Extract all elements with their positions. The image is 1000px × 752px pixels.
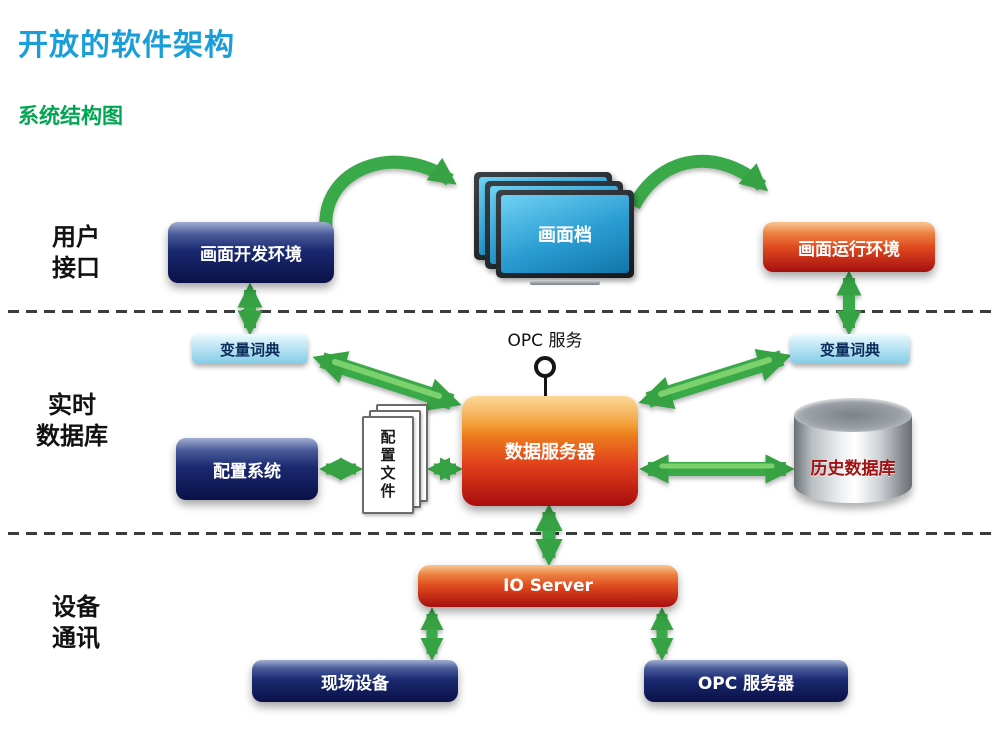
layer-label-realtime-db: 实时 数据库 bbox=[36, 391, 108, 450]
arrow-vardict-dataserver-right-highlight bbox=[658, 357, 772, 397]
node-history-db: 历史数据库 bbox=[794, 398, 912, 516]
node-io-server-label: IO Server bbox=[503, 576, 593, 596]
node-screen-dev-env: 画面开发环境 bbox=[168, 222, 334, 283]
monitor-stand-icon bbox=[530, 280, 600, 285]
node-screen-run-env: 画面运行环境 bbox=[763, 222, 935, 272]
node-config-system: 配置系统 bbox=[176, 438, 318, 500]
node-screen-dev-env-label: 画面开发环境 bbox=[200, 245, 302, 265]
database-cylinder-top bbox=[794, 398, 912, 432]
node-opc-server: OPC 服务器 bbox=[644, 660, 848, 702]
node-var-dict-right: 变量词典 bbox=[790, 334, 910, 364]
opc-service-label: OPC 服务 bbox=[507, 331, 583, 351]
arrow-vardict-dataserver-right bbox=[638, 349, 792, 409]
arrow-vardict-dataserver-left-highlight bbox=[332, 359, 442, 399]
monitor-front-screen: 画面档 bbox=[501, 195, 629, 273]
monitor-front-icon: 画面档 bbox=[496, 190, 634, 278]
node-screen-files-label: 画面档 bbox=[538, 225, 592, 246]
opc-stem-icon bbox=[543, 377, 547, 398]
node-var-dict-right-label: 变量词典 bbox=[819, 340, 880, 359]
page-title: 开放的软件架构 bbox=[18, 28, 235, 63]
node-opc-server-label: OPC 服务器 bbox=[697, 673, 795, 694]
layer-separator-top bbox=[8, 310, 992, 313]
node-var-dict-left-label: 变量词典 bbox=[219, 340, 280, 359]
node-config-system-label: 配置系统 bbox=[213, 461, 281, 482]
arrow-curved-devenv-to-screens bbox=[319, 155, 457, 229]
node-config-files-label: 配置文件 bbox=[378, 429, 397, 501]
opc-circle-icon bbox=[534, 356, 556, 378]
node-config-files: 配置文件 bbox=[362, 404, 430, 516]
layer-label-user-interface: 用户 接口 bbox=[52, 223, 100, 282]
node-data-server-label: 数据服务器 bbox=[505, 442, 595, 463]
node-history-db-label: 历史数据库 bbox=[810, 459, 896, 479]
node-screen-files: 画面档 bbox=[474, 172, 646, 285]
node-field-device: 现场设备 bbox=[252, 660, 458, 702]
layer-label-device-comm: 设备 通讯 bbox=[52, 593, 100, 652]
arrow-curved-screens-to-runenv bbox=[628, 154, 769, 210]
page-front-icon: 配置文件 bbox=[362, 416, 414, 514]
layer-separator-bottom bbox=[8, 532, 992, 535]
node-io-server: IO Server bbox=[418, 565, 678, 607]
opc-interface-connector bbox=[534, 356, 556, 398]
node-var-dict-left: 变量词典 bbox=[192, 334, 308, 364]
node-field-device-label: 现场设备 bbox=[321, 673, 389, 694]
node-data-server: 数据服务器 bbox=[462, 396, 638, 506]
diagram-subtitle: 系统结构图 bbox=[18, 104, 123, 128]
arrow-vardict-dataserver-left bbox=[312, 351, 462, 411]
node-screen-run-env-label: 画面运行环境 bbox=[798, 239, 900, 260]
